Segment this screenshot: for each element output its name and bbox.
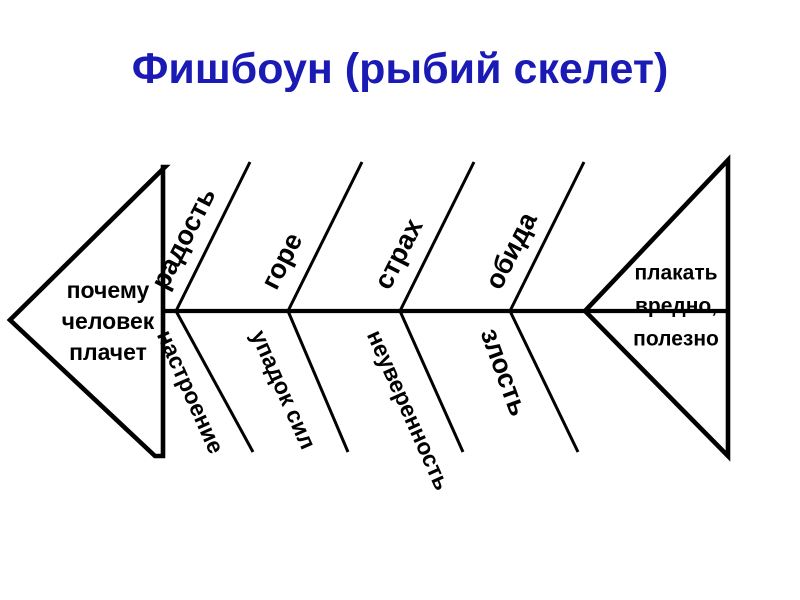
lower-bone-line-1: [174, 310, 255, 453]
fish-head-line-1: почему: [67, 277, 150, 303]
lower-bone-line-3: [398, 310, 465, 453]
fish-head-outline: [6, 164, 171, 459]
lower-bone-label-3: неуверенность: [362, 326, 456, 494]
lower-bone-line-2: [286, 310, 350, 453]
upper-bone-label-1: радость: [145, 183, 221, 294]
fish-head-line-2: человек: [62, 308, 155, 334]
upper-bone-line-1: [174, 161, 252, 312]
upper-bone-label-4: обида: [479, 206, 543, 293]
upper-bone-line-4: [508, 161, 586, 312]
lower-bone-label-2: упадок сил: [246, 326, 322, 453]
upper-bone-line-2: [286, 161, 364, 312]
fish-tail: плакать вредно, полезно: [581, 154, 731, 462]
upper-bones-group: радость горе страх обида: [145, 161, 586, 312]
lower-bone-line-4: [508, 310, 580, 453]
fish-head-line-3: плачет: [69, 339, 147, 365]
fish-tail-line-1: плакать: [634, 262, 717, 285]
upper-bone-line-3: [398, 161, 476, 312]
fish-tail-line-2: вредно,: [635, 295, 717, 318]
lower-bones-group: настроение упадок сил неуверенность злос…: [152, 310, 580, 494]
fish-head: почему человек плачет: [6, 164, 171, 459]
lower-bone-label-4: злость: [475, 324, 534, 420]
fish-tail-outline: [581, 154, 731, 462]
page-title: Фишбоун (рыбий скелет): [131, 45, 669, 93]
fish-tail-line-3: полезно: [633, 328, 719, 351]
upper-bone-label-3: страх: [368, 214, 429, 294]
